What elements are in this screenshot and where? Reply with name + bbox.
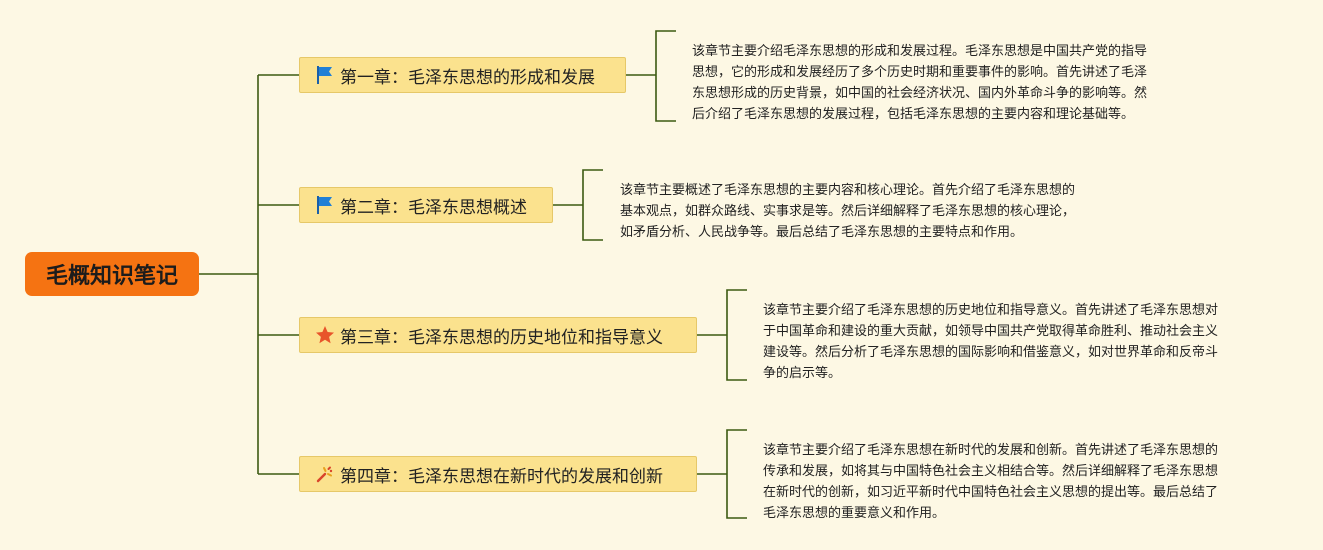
chapter-node-4[interactable]: 第四章：毛泽东思想在新时代的发展和创新 — [299, 456, 697, 492]
chapter-node-2[interactable]: 第二章：毛泽东思想概述 — [299, 187, 553, 223]
root-node[interactable]: 毛概知识笔记 — [25, 252, 199, 296]
orange-star-icon — [314, 324, 336, 346]
root-title: 毛概知识笔记 — [45, 264, 178, 289]
description-line: 该章节主要介绍毛泽东思想的形成和发展过程。毛泽东思想是中国共产党的指导 — [692, 44, 1148, 59]
chapter-title: 第四章：毛泽东思想在新时代的发展和创新 — [340, 466, 663, 487]
description-line: 该章节主要介绍了毛泽东思想的历史地位和指导意义。首先讲述了毛泽东思想对 — [763, 303, 1219, 318]
party-popper-icon — [314, 463, 336, 485]
description-line: 东思想形成的历史背景，如中国的社会经济状况、国内外革命斗争的影响等。然 — [692, 86, 1148, 101]
chapter-description-4: 该章节主要介绍了毛泽东思想在新时代的发展和创新。首先讲述了毛泽东思想的 传承和发… — [763, 440, 1218, 524]
description-line: 传承和发展，如将其与中国特色社会主义相结合等。然后详细解释了毛泽东思想 — [763, 464, 1219, 479]
description-line: 思想，它的形成和发展经历了多个历史时期和重要事件的影响。首先讲述了毛泽 — [692, 65, 1148, 80]
description-line: 该章节主要介绍了毛泽东思想在新时代的发展和创新。首先讲述了毛泽东思想的 — [763, 443, 1219, 458]
chapter-node-1[interactable]: 第一章：毛泽东思想的形成和发展 — [299, 57, 626, 93]
chapter-description-1: 该章节主要介绍毛泽东思想的形成和发展过程。毛泽东思想是中国共产党的指导 思想，它… — [692, 41, 1147, 125]
blue-flag-icon — [314, 64, 336, 86]
description-line: 建设等。然后分析了毛泽东思想的国际影响和借鉴意义，如对世界革命和反帝斗 — [763, 345, 1219, 360]
description-line: 基本观点，如群众路线、实事求是等。然后详细解释了毛泽东思想的核心理论， — [620, 204, 1076, 219]
chapter-description-2: 该章节主要概述了毛泽东思想的主要内容和核心理论。首先介绍了毛泽东思想的 基本观点… — [620, 180, 1075, 243]
chapter-description-3: 该章节主要介绍了毛泽东思想的历史地位和指导意义。首先讲述了毛泽东思想对 于中国革… — [763, 300, 1218, 384]
description-line: 如矛盾分析、人民战争等。最后总结了毛泽东思想的主要特点和作用。 — [620, 225, 1024, 240]
description-line: 于中国革命和建设的重大贡献，如领导中国共产党取得革命胜利、推动社会主义 — [763, 324, 1219, 339]
chapter-title: 第三章：毛泽东思想的历史地位和指导意义 — [340, 327, 663, 348]
description-line: 在新时代的创新，如习近平新时代中国特色社会主义思想的提出等。最后总结了 — [763, 485, 1219, 500]
description-line: 该章节主要概述了毛泽东思想的主要内容和核心理论。首先介绍了毛泽东思想的 — [620, 183, 1076, 198]
description-line: 后介绍了毛泽东思想的发展过程，包括毛泽东思想的主要内容和理论基础等。 — [692, 107, 1135, 122]
blue-flag-icon — [314, 194, 336, 216]
description-line: 争的启示等。 — [763, 366, 842, 381]
chapter-node-3[interactable]: 第三章：毛泽东思想的历史地位和指导意义 — [299, 317, 697, 353]
chapter-title: 第一章：毛泽东思想的形成和发展 — [340, 67, 595, 88]
chapter-title: 第二章：毛泽东思想概述 — [340, 197, 527, 218]
description-line: 毛泽东思想的重要意义和作用。 — [763, 506, 946, 521]
